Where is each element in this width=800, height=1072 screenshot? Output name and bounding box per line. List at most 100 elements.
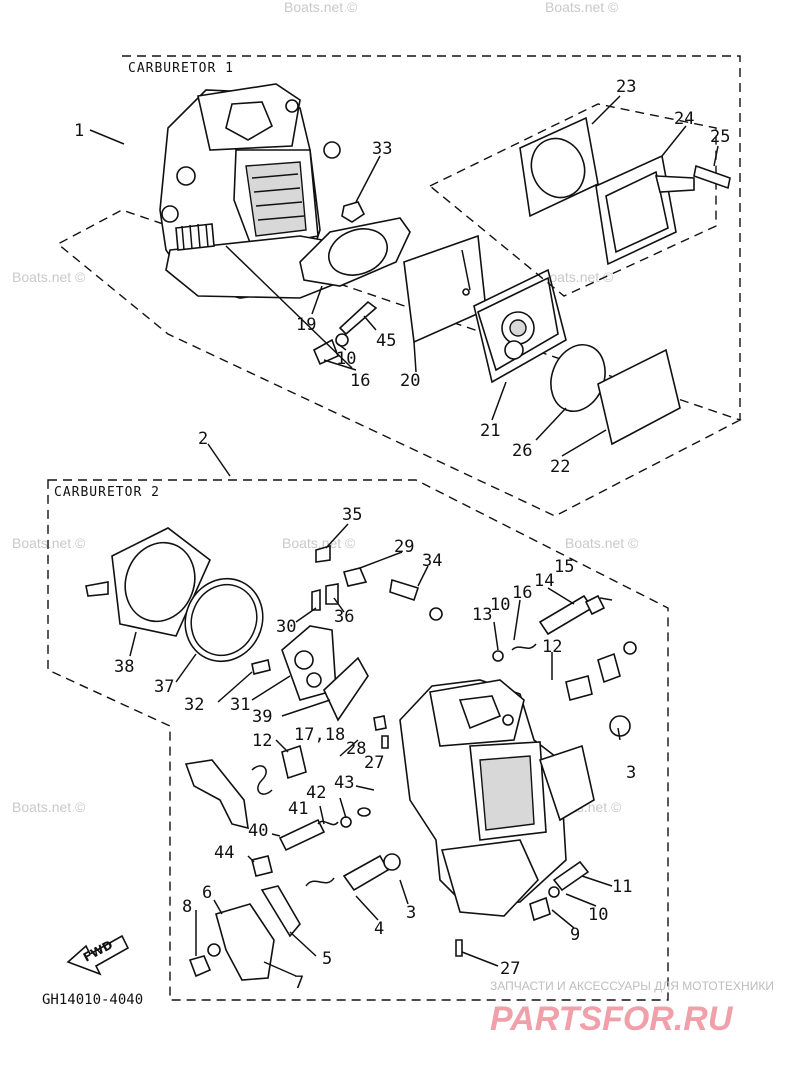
label-part-2[interactable]: 2	[198, 429, 208, 449]
part-4-shaft	[342, 854, 390, 892]
label-part-42[interactable]: 42	[306, 783, 326, 803]
label-part-19[interactable]: 19	[296, 315, 316, 335]
watermark-text: Boats.net ©	[540, 269, 614, 285]
part-37-diaphragm	[184, 577, 264, 663]
label-part-20[interactable]: 20	[400, 371, 420, 391]
label-part-34[interactable]: 34	[422, 551, 442, 571]
part-32-screw	[251, 659, 271, 675]
part-10-ring	[548, 886, 560, 898]
label-part-24[interactable]: 24	[674, 109, 694, 129]
label-part-17-18[interactable]: 17,18	[294, 725, 345, 745]
label-part-15[interactable]: 15	[554, 557, 574, 577]
part-5-lever	[260, 885, 301, 938]
watermark-text: Boats.net ©	[284, 0, 358, 15]
part-27-screw	[455, 939, 463, 957]
label-part-13[interactable]: 13	[472, 605, 492, 625]
part-40-screw	[278, 818, 326, 852]
label-part-43[interactable]: 43	[334, 773, 354, 793]
label-part-44[interactable]: 44	[214, 843, 234, 863]
label-part-33[interactable]: 33	[372, 139, 392, 159]
label-part-45[interactable]: 45	[376, 331, 396, 351]
label-part-5[interactable]: 5	[322, 949, 332, 969]
label-part-26[interactable]: 26	[512, 441, 532, 461]
label-part-21[interactable]: 21	[480, 421, 500, 441]
watermark-text: Boats.net ©	[565, 535, 639, 551]
part-20-gasket	[403, 234, 487, 344]
part-8-nut	[188, 955, 212, 978]
label-part-37[interactable]: 37	[154, 677, 174, 697]
part-labels: 1 2 3 3 4 5 6 7 8 9 10 10 10 11 12 12 13…	[74, 77, 730, 993]
part-34-valve	[389, 578, 420, 602]
label-part-30[interactable]: 30	[276, 617, 296, 637]
carburetor-2-outline	[47, 479, 669, 1001]
label-part-1[interactable]: 1	[74, 121, 84, 141]
brand-watermark: ЗАПЧАСТИ И АКСЕССУАРЫ ДЛЯ МОТОТЕХНИКИ PA…	[490, 979, 774, 1038]
part-7-lever	[215, 903, 275, 981]
label-part-31[interactable]: 31	[230, 695, 250, 715]
diagram-code: GH14010-4040	[42, 992, 143, 1008]
part-10-ring	[335, 333, 349, 347]
label-part-25[interactable]: 25	[710, 127, 730, 147]
label-part-35[interactable]: 35	[342, 505, 362, 525]
label-part-3[interactable]: 3	[406, 903, 416, 923]
watermark-text: Boats.net ©	[12, 535, 86, 551]
part-44-cap	[251, 855, 273, 877]
watermark-text: Boats.net ©	[12, 799, 86, 815]
part-24-cover	[595, 154, 695, 266]
label-part-10[interactable]: 10	[336, 349, 356, 369]
label-part-16[interactable]: 16	[512, 583, 532, 603]
part-nut	[623, 641, 637, 655]
label-part-32[interactable]: 32	[184, 695, 204, 715]
label-part-12[interactable]: 12	[252, 731, 272, 751]
part-12-bushing	[281, 744, 307, 780]
label-part-27[interactable]: 27	[500, 959, 520, 979]
part-throttle-lever	[184, 759, 249, 830]
part-spring-2	[305, 877, 335, 887]
part-35-pin	[315, 544, 331, 563]
part-group-23-25-outline	[429, 103, 717, 297]
label-part-40[interactable]: 40	[248, 821, 268, 841]
label-part-7[interactable]: 7	[294, 973, 304, 993]
label-part-22[interactable]: 22	[550, 457, 570, 477]
part-3-washer	[609, 715, 631, 737]
label-part-4[interactable]: 4	[374, 919, 384, 939]
label-part-14[interactable]: 14	[534, 571, 554, 591]
label-part-28[interactable]: 28	[346, 739, 366, 759]
label-part-41[interactable]: 41	[288, 799, 308, 819]
carburetor-1-title: CARBURETOR 1	[128, 61, 234, 76]
part-43-oring	[357, 807, 371, 817]
label-part-39[interactable]: 39	[252, 707, 272, 727]
part-11-needle	[552, 860, 590, 892]
part-45-needle	[338, 300, 378, 336]
label-part-29[interactable]: 29	[394, 537, 414, 557]
label-part-12[interactable]: 12	[542, 637, 562, 657]
label-part-8[interactable]: 8	[182, 897, 192, 917]
part-25-bolt	[693, 164, 731, 190]
label-part-10[interactable]: 10	[490, 595, 510, 615]
carburetor-2-title: CARBURETOR 2	[54, 485, 160, 500]
label-part-36[interactable]: 36	[334, 607, 354, 627]
part-41-spring	[317, 820, 339, 826]
label-part-9[interactable]: 9	[570, 925, 580, 945]
label-part-23[interactable]: 23	[616, 77, 636, 97]
part-13-oring	[492, 650, 504, 662]
label-part-27[interactable]: 27	[364, 753, 384, 773]
label-part-16[interactable]: 16	[350, 371, 370, 391]
label-part-6[interactable]: 6	[202, 883, 212, 903]
label-part-38[interactable]: 38	[114, 657, 134, 677]
fwd-arrow-icon	[66, 934, 130, 976]
part-31-pump-body	[281, 625, 337, 701]
label-part-10[interactable]: 10	[588, 905, 608, 925]
part-16-spring	[511, 643, 537, 651]
part-27-screw	[381, 735, 389, 749]
part-39-gasket	[323, 656, 369, 722]
part-3-washer	[383, 853, 401, 871]
label-part-11[interactable]: 11	[612, 877, 632, 897]
part-spring	[251, 765, 273, 795]
label-part-3[interactable]: 3	[626, 763, 636, 783]
part-14-screw	[538, 594, 594, 636]
part-9-spring	[529, 896, 551, 922]
part-38-bolt	[85, 581, 109, 597]
